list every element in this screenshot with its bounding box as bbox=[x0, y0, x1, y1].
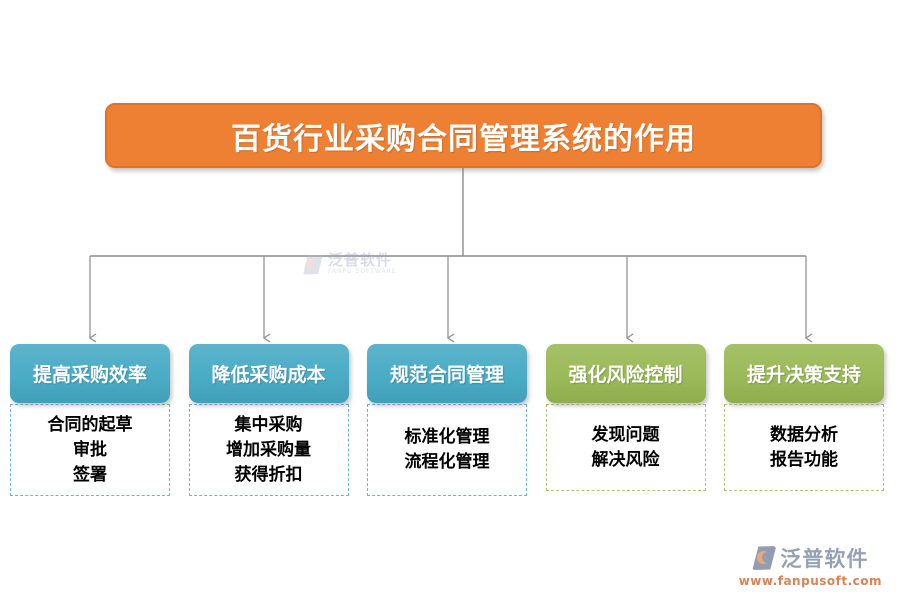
detail-line: 合同的起草 bbox=[47, 414, 133, 435]
function-header-label: 强化风险控制 bbox=[568, 364, 683, 386]
function-detail-box: 合同的起草审批签署 bbox=[10, 404, 170, 496]
watermark-name: 泛普软件 bbox=[328, 251, 393, 269]
function-column: 强化风险控制 发现问题解决风险 bbox=[545, 344, 706, 496]
function-detail-box: 集中采购增加采购量获得折扣 bbox=[188, 404, 349, 496]
detail-line: 流程化管理 bbox=[404, 452, 490, 472]
function-column: 提高采购效率 合同的起草审批签署 bbox=[10, 344, 170, 496]
function-header-label: 提高采购效率 bbox=[32, 364, 147, 386]
detail-line: 审批 bbox=[73, 439, 107, 460]
detail-line: 解决风险 bbox=[591, 449, 660, 470]
function-header-label: 提升决策支持 bbox=[746, 364, 861, 386]
function-detail-box: 数据分析报告功能 bbox=[724, 404, 884, 491]
diagram-title-box: 百货行业采购合同管理系统的作用 bbox=[105, 103, 822, 168]
function-column: 规范合同管理 标准化管理流程化管理 bbox=[367, 344, 527, 496]
function-detail-box: 标准化管理流程化管理 bbox=[367, 404, 527, 496]
function-header: 规范合同管理 bbox=[367, 344, 527, 403]
function-header-label: 降低采购成本 bbox=[211, 364, 326, 386]
fanpu-logo-icon bbox=[303, 254, 323, 275]
detail-line: 发现问题 bbox=[591, 424, 660, 445]
detail-line: 集中采购 bbox=[234, 414, 303, 435]
footer-brand-url: www.fanpusoft.com bbox=[738, 574, 882, 588]
function-detail-box: 发现问题解决风险 bbox=[545, 404, 706, 491]
fanpu-logo-icon bbox=[752, 546, 777, 570]
function-header-label: 规范合同管理 bbox=[389, 364, 504, 386]
detail-line: 增加采购量 bbox=[226, 439, 311, 460]
footer-brand: 泛普软件 www.fanpusoft.com bbox=[739, 543, 882, 588]
center-watermark: 泛普软件 FANPU SOFTWARE bbox=[303, 253, 397, 276]
diagram-title: 百货行业采购合同管理系统的作用 bbox=[231, 121, 696, 157]
function-header: 提高采购效率 bbox=[10, 344, 170, 403]
function-header: 降低采购成本 bbox=[188, 344, 349, 403]
function-header: 提升决策支持 bbox=[724, 344, 884, 403]
watermark-subtitle: FANPU SOFTWARE bbox=[328, 268, 397, 275]
footer-brand-name: 泛普软件 bbox=[780, 547, 869, 571]
detail-line: 数据分析 bbox=[770, 424, 838, 445]
detail-line: 获得折扣 bbox=[234, 464, 303, 485]
detail-line: 标准化管理 bbox=[404, 427, 490, 447]
function-column: 提升决策支持 数据分析报告功能 bbox=[724, 344, 884, 496]
function-column: 降低采购成本 集中采购增加采购量获得折扣 bbox=[188, 344, 349, 496]
detail-line: 签署 bbox=[73, 464, 107, 485]
function-columns: 提高采购效率 合同的起草审批签署 降低采购成本 集中采购增加采购量获得折扣 规范… bbox=[10, 344, 884, 496]
detail-line: 报告功能 bbox=[770, 449, 838, 470]
function-header: 强化风险控制 bbox=[545, 344, 706, 403]
